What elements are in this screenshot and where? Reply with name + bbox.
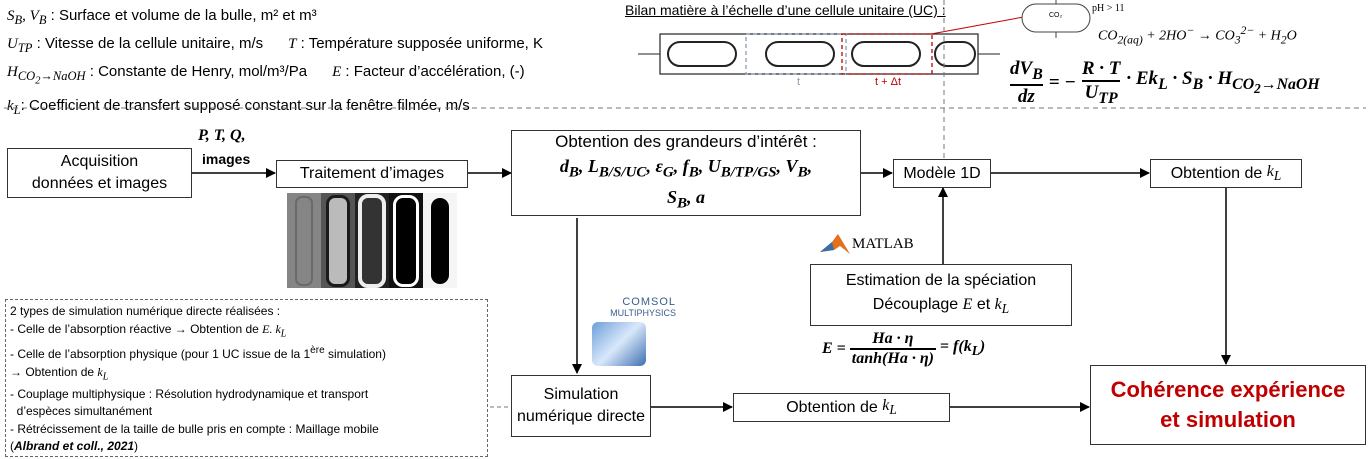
bubble-frame-5 (423, 193, 457, 288)
definition-sb-vb: SB, VB : Surface et volume de la bulle, … (7, 7, 317, 27)
inputs-label: P, T, Q, (198, 127, 246, 144)
note-line-5: - Couplage multiphysique : Résolution hy… (10, 386, 369, 401)
note-line-2: - Celle de l’absorption réactive → Obten… (10, 321, 287, 339)
matlab-peak-icon (820, 234, 850, 254)
estimation-box: Estimation de la spéciation Découplage E… (810, 264, 1072, 326)
note-line-7: - Rétrécissement de la taille de bulle p… (10, 421, 379, 436)
reaction-equation: CO2(aq) + 2HO− → CO32− + H2O (1098, 24, 1297, 47)
definition-kl: kL: Coefficient de transfert supposé con… (7, 96, 470, 117)
modele-1d-box: Modèle 1D (893, 159, 991, 188)
note-line-1: 2 types de simulation numérique directe … (10, 304, 281, 318)
obtention-grandeurs-vars: dB, LB/S/UC, εG, fB, UB/TP/GS, VB,SB, a (559, 156, 813, 212)
ph-label: pH > 11 (1092, 3, 1125, 14)
obtention-kl-2-box: Obtention de kL (733, 393, 950, 422)
estimation-line1: Estimation de la spéciation (845, 271, 1037, 289)
bubble-frame-2 (321, 193, 355, 288)
bubble-frame-3 (355, 193, 389, 288)
bubble-frame-1 (287, 193, 321, 288)
zoom-bubble (1021, 0, 1091, 38)
traitement-box: Traitement d’images (276, 160, 468, 188)
matlab-logo: MATLAB (820, 232, 914, 256)
uc-title: Bilan matière à l’échelle d’une cellule … (625, 2, 946, 18)
comsol-cube-icon (592, 322, 646, 366)
inputs-label-images: images (202, 151, 251, 167)
definition-henry-e: HCO2→NaOH : Constante de Henry, mol/m³/P… (7, 63, 525, 87)
definition-utp-t: UTP : Vitesse de la cellule unitaire, m/… (7, 35, 543, 55)
note-line-8: (Albrand et coll., 2021) (10, 439, 139, 454)
note-line-4: → Obtention de kL (10, 364, 109, 383)
matlab-label: MATLAB (852, 235, 914, 252)
comsol-label-2: MULTIPHYSICS (610, 308, 676, 318)
acquisition-box: Acquisition données et images (7, 148, 192, 198)
bubble-image-strip (287, 193, 457, 288)
comsol-logo: COMSOL MULTIPHYSICS (586, 296, 676, 366)
definitions-panel: SB, VB : Surface et volume de la bulle, … (7, 4, 647, 122)
coherence-box: Cohérence expérience et simulation (1090, 365, 1366, 445)
simulation-box: Simulation numérique directe (511, 375, 651, 437)
note-line-3: - Celle de l’absorption physique (pour 1… (10, 345, 386, 362)
obtention-grandeurs-box: Obtention des grandeurs d’intérêt : dB, … (511, 130, 861, 216)
note-line-6: d’espèces simultanément (10, 404, 153, 419)
bubble-frame-4 (389, 193, 423, 288)
obtention-grandeurs-title: Obtention des grandeurs d’intérêt : (555, 132, 817, 152)
co2-bubble-label: CO₂ (1049, 12, 1063, 19)
comsol-label: COMSOL (622, 296, 676, 308)
simulation-notes: 2 types de simulation numérique directe … (5, 299, 488, 457)
uc-tube (638, 10, 1041, 75)
label-t-dt: t + Δt (875, 76, 901, 88)
label-t: t (797, 76, 801, 88)
estimation-line2: Découplage E et kL (872, 295, 1010, 317)
obtention-kl-box: Obtention de kL (1150, 159, 1302, 188)
